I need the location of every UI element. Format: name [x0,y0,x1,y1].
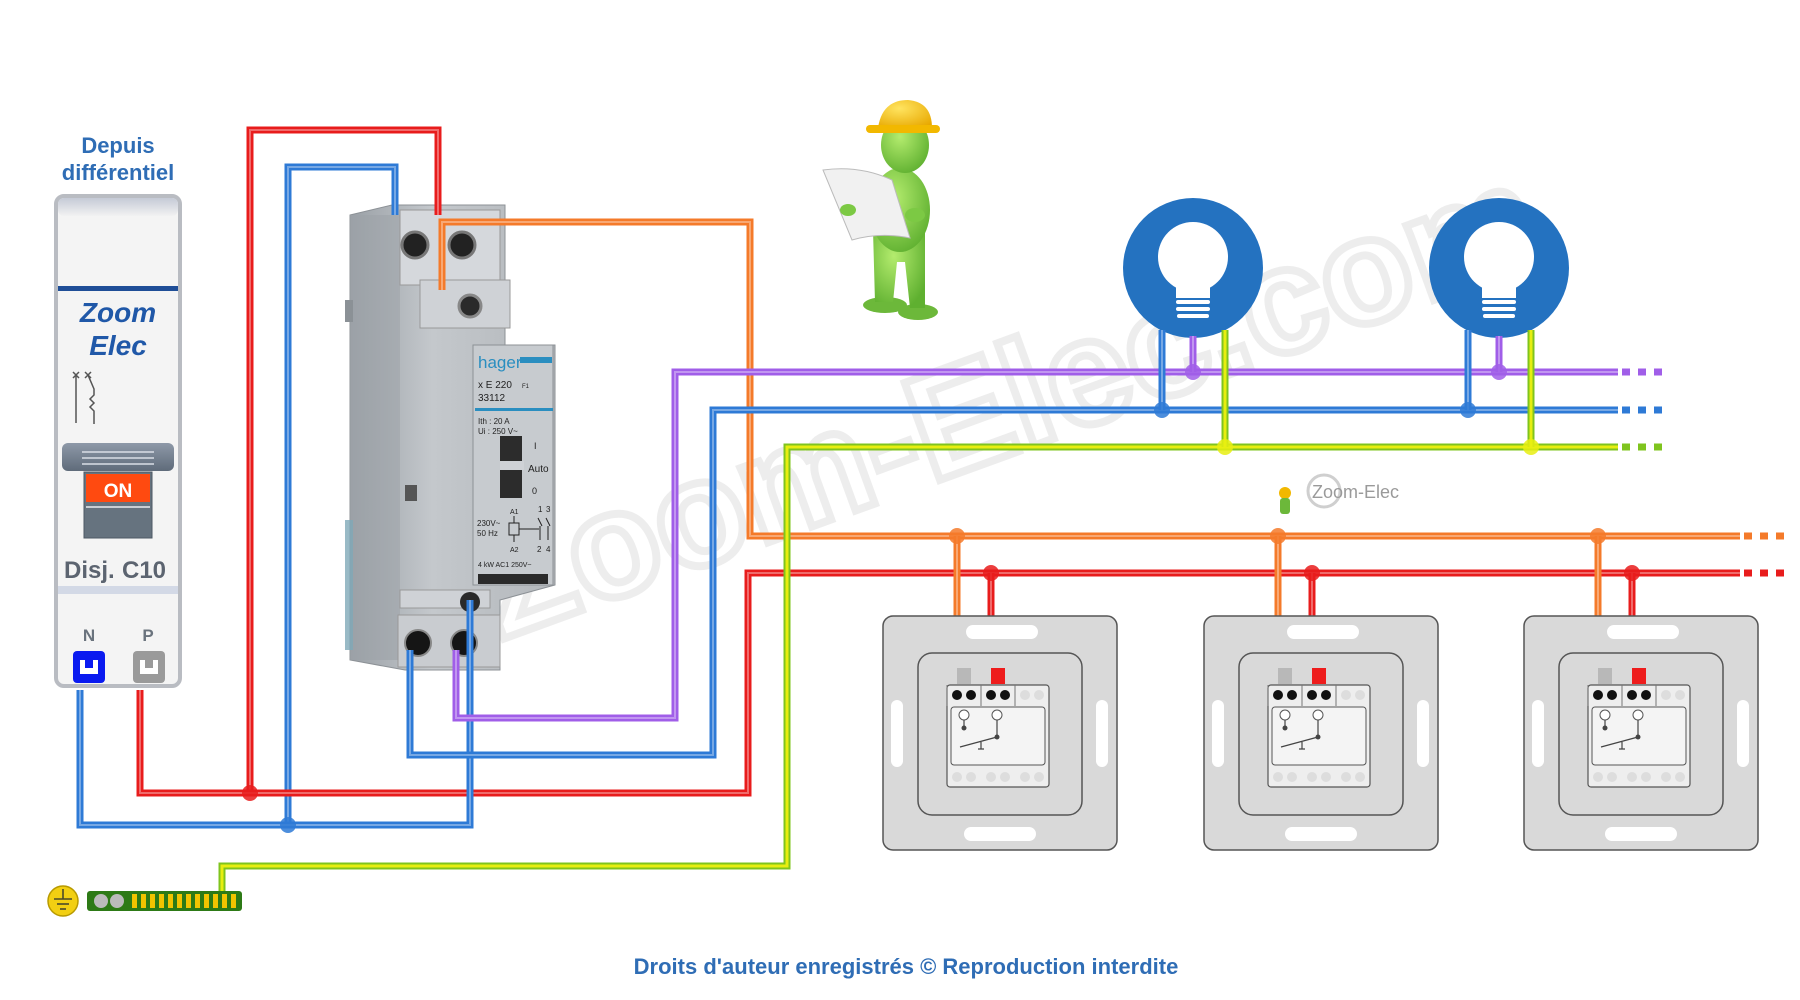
pushbutton-3[interactable] [1523,615,1759,851]
source-label-line1: Depuis [81,133,154,158]
terminal-phase[interactable] [133,651,165,683]
wires [76,126,1792,891]
relay-brand: hager [478,353,522,372]
relay-a1-terminal[interactable] [457,293,483,319]
pushbutton-3-phase-junction [1624,565,1640,581]
earth-bar-pin [159,894,164,908]
relay-contact-top-3: 3 [546,505,551,514]
breaker-brand-line1: Zoom [79,297,156,328]
wire-neutral-main [76,600,474,829]
relay-bottom-terminal-2[interactable] [404,629,432,657]
relay-contact-top-1: 1 [538,505,543,514]
relay-rating-bottom: 4 kW AC1 250V~ [478,562,532,569]
relay-ith: Ith : 20 A [478,417,510,426]
lamp-1 [1123,198,1263,338]
lamp-1-earth-junction [1217,439,1233,455]
breaker-rating: C10 [122,557,166,584]
phase-junction-left [242,785,258,801]
earth-bar-pin [204,894,209,908]
wire-phase-main [136,569,1792,797]
earth-bar-pin [195,894,200,908]
source-label-line2: différentiel [62,160,174,185]
lamp-1-neutral-junction [1154,402,1170,418]
neutral-junction-left [280,817,296,833]
earth-bar-pin [231,894,236,908]
wire-neutral-relay-feed [284,163,399,825]
earth-bar-pin [177,894,182,908]
relay-coil-a2: A2 [510,547,519,554]
pushbutton-2-phase-junction [1304,565,1320,581]
zoom-elec-logo: Zoom-Elec [1279,473,1399,514]
earth-bar-pin [213,894,218,908]
earth-bar-pin [150,894,155,908]
relay-mode-switch[interactable] [500,436,524,498]
relay-coil-a1: A1 [510,509,519,516]
relay-pos-on: I [534,441,537,451]
lamp-2-return-junction [1491,364,1507,380]
relay-coil-freq: 50 Hz [477,529,498,538]
lamp-2-neutral-junction [1460,402,1476,418]
terminal-label-p: P [142,626,153,645]
pushbutton-3-control-junction [1590,528,1606,544]
relay-ui: Ui : 250 V~ [478,427,518,436]
relay-contact-bottom-2: 2 [537,545,542,554]
pushbutton-1[interactable] [882,615,1118,851]
relay-top-terminal-1[interactable] [400,230,430,260]
wire-phase-relay-feed [246,126,442,793]
earth-bar-pin [222,894,227,908]
earth-terminal-block [47,885,242,917]
lightbulb-icon [1464,222,1534,318]
terminal-neutral[interactable] [73,651,105,683]
impulse-relay: hager x E 220 F1 33112 Ith : 20 A Ui : 2… [345,204,556,671]
relay-model-suffix: F1 [522,384,530,390]
copyright-footer: Droits d'auteur enregistrés © Reproducti… [634,954,1179,979]
watermark: Zoom-Elec.com [449,126,1564,674]
lamp-1-return-junction [1185,364,1201,380]
lamp-2-earth-junction [1523,439,1539,455]
logo-text: Zoom-Elec [1312,482,1399,502]
pushbutton-1-phase-junction [983,565,999,581]
relay-coil-voltage: 230V~ [477,519,501,528]
relay-reference: 33112 [478,393,506,404]
relay-pos-off: 0 [532,486,537,496]
earth-bar-pin [132,894,137,908]
pushbutton-2[interactable] [1203,615,1439,851]
breaker-toggle[interactable]: ON [83,471,153,539]
relay-top-terminal-3[interactable] [447,230,477,260]
pushbutton-1-control-junction [949,528,965,544]
earth-icon [47,885,79,917]
wire-return-lamps [452,368,1670,722]
relay-model: x E 220 [478,380,512,391]
wire-neutral-lamps [406,406,1670,759]
earth-bar-pin [141,894,146,908]
pushbutton-2-control-junction [1270,528,1286,544]
breaker-brand-line2: Elec [89,330,147,361]
breaker-state-label: ON [104,481,133,502]
relay-pos-auto: Auto [528,464,549,475]
worker-figure-icon [822,100,940,320]
pushbuttons [882,615,1759,851]
breaker-rating-prefix: Disj. [64,557,115,584]
earth-bar-pin [168,894,173,908]
terminal-label-n: N [83,626,95,645]
wire-control-relay-a1 [438,218,1792,540]
watermark-text: Zoom-Elec.com [453,130,1560,670]
circuit-breaker: Zoom Elec ON Disj. C10 N P [54,194,182,688]
relay-contact-bottom-4: 4 [546,545,551,554]
earth-bar-pin [186,894,191,908]
breaker-symbol-icon [72,371,96,424]
lightbulb-icon [1158,222,1228,318]
lamp-2 [1429,198,1569,338]
relay-coil-symbol-icon [508,516,551,542]
wire-earth [218,443,1670,891]
